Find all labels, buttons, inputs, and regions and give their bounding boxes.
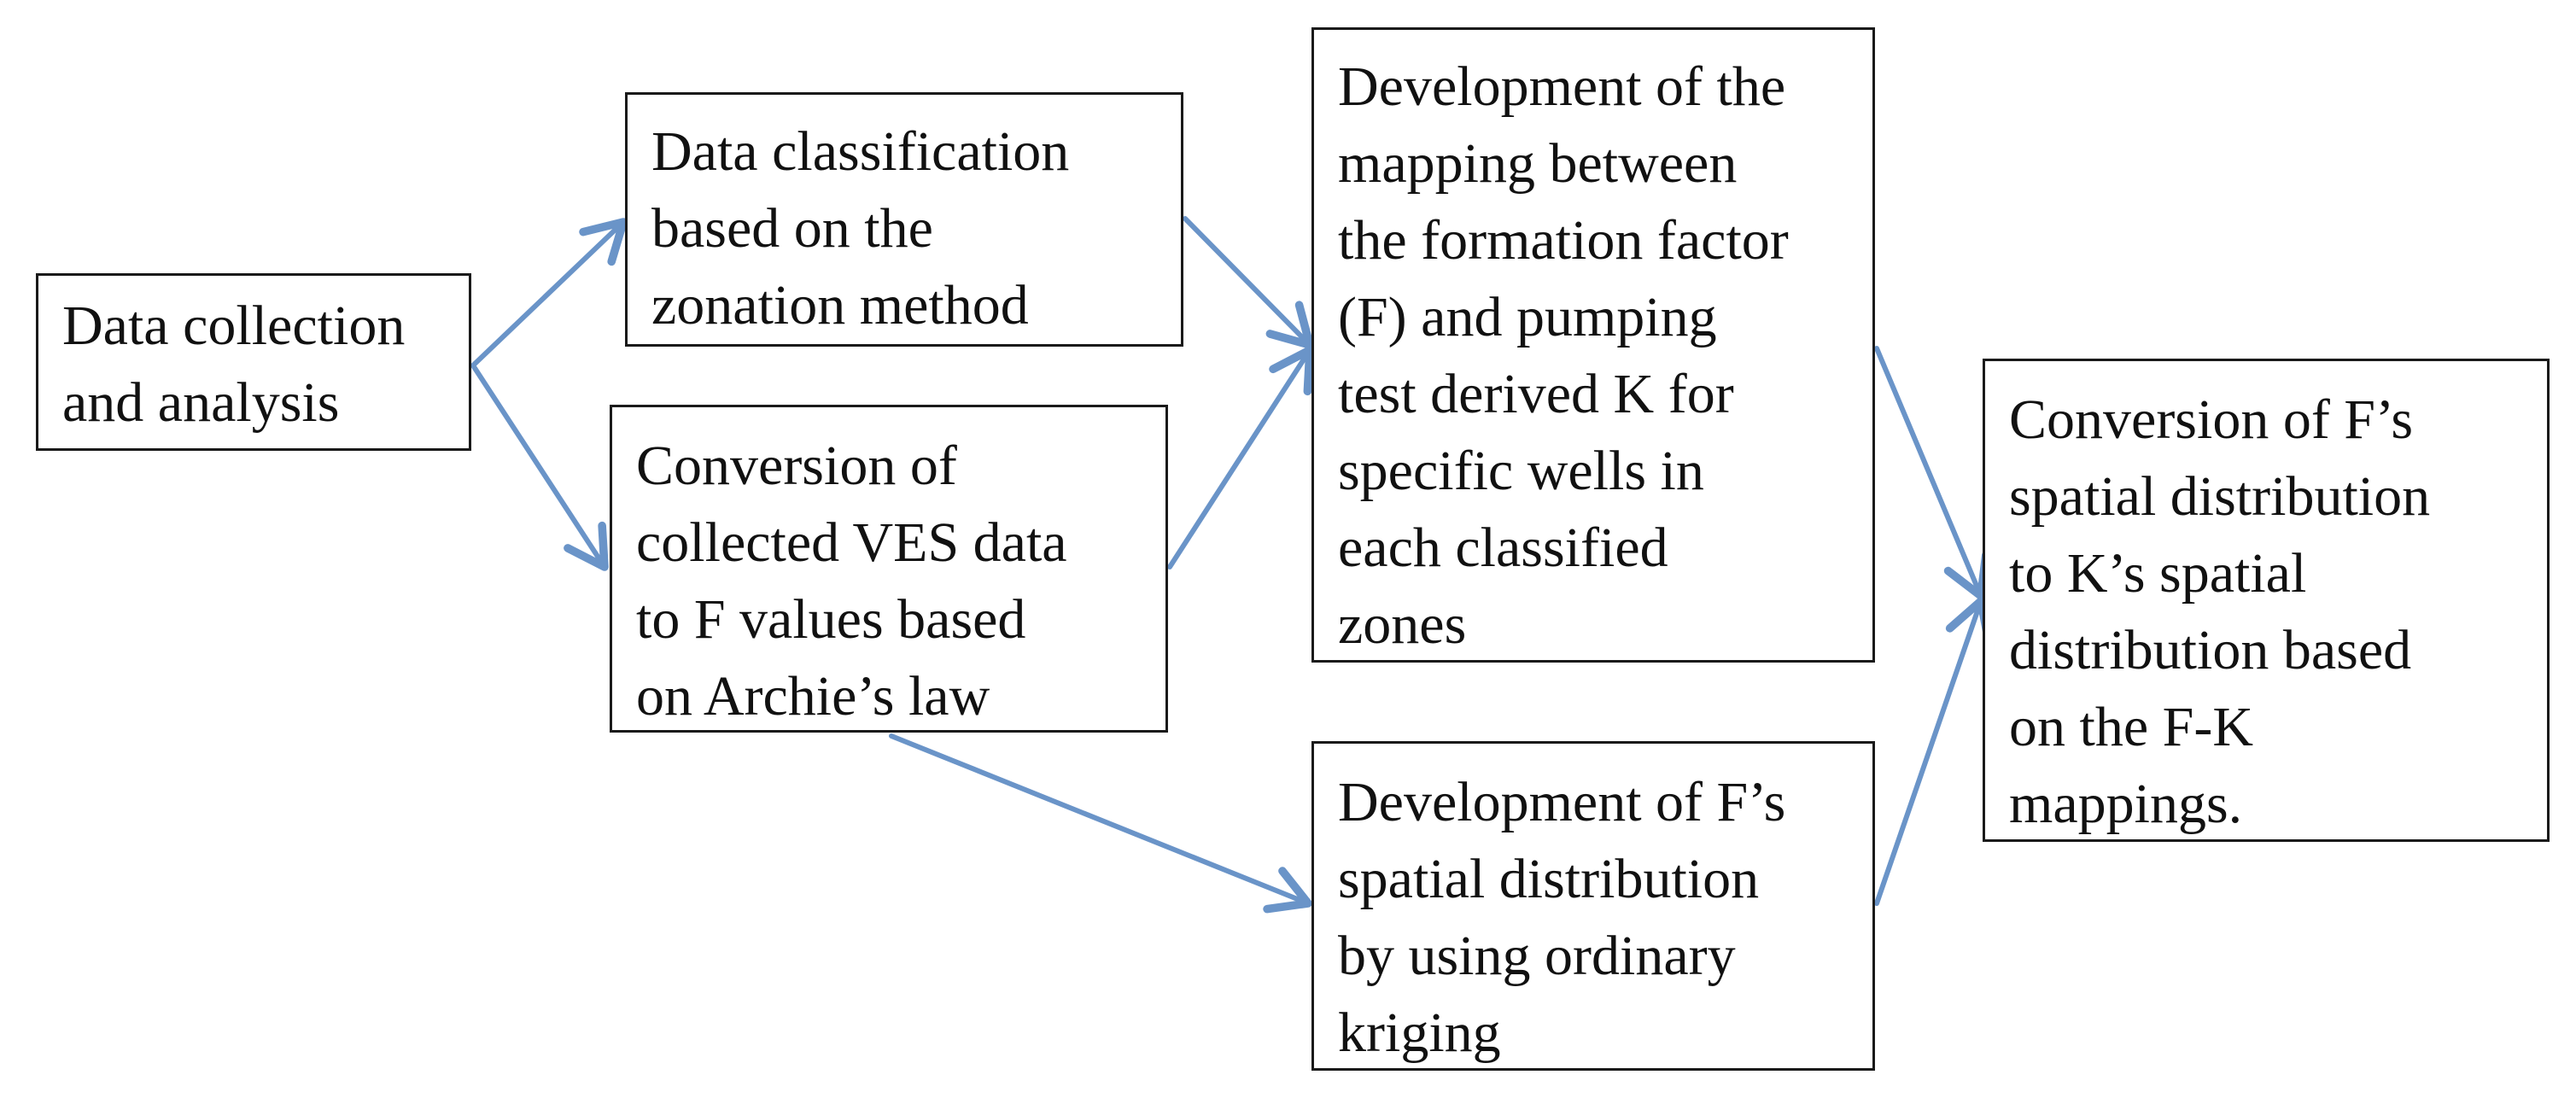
arrow-mapping-to-final — [1874, 346, 1990, 600]
data-classification-box: Data classification based on the zonatio… — [625, 92, 1183, 347]
arrow-convert-to-mapping — [1167, 346, 1314, 570]
data-collection-box: Data collection and analysis — [36, 273, 471, 451]
arrow-collect-to-classify — [470, 218, 628, 368]
ves-conversion-box: Conversion of collected VES data to F va… — [610, 405, 1168, 733]
arrow-kriging-to-final — [1874, 597, 1993, 906]
k-distribution-conversion-box: Conversion of F’s spatial distribution t… — [1983, 359, 2550, 842]
arrow-convert-to-kriging — [889, 733, 1312, 914]
kriging-distribution-box: Development of F’s spatial distribution … — [1311, 741, 1875, 1071]
arrow-classify-to-mapping — [1183, 216, 1314, 349]
arrow-collect-to-convert — [470, 363, 609, 571]
f-k-mapping-box: Development of the mapping between the f… — [1311, 27, 1875, 663]
